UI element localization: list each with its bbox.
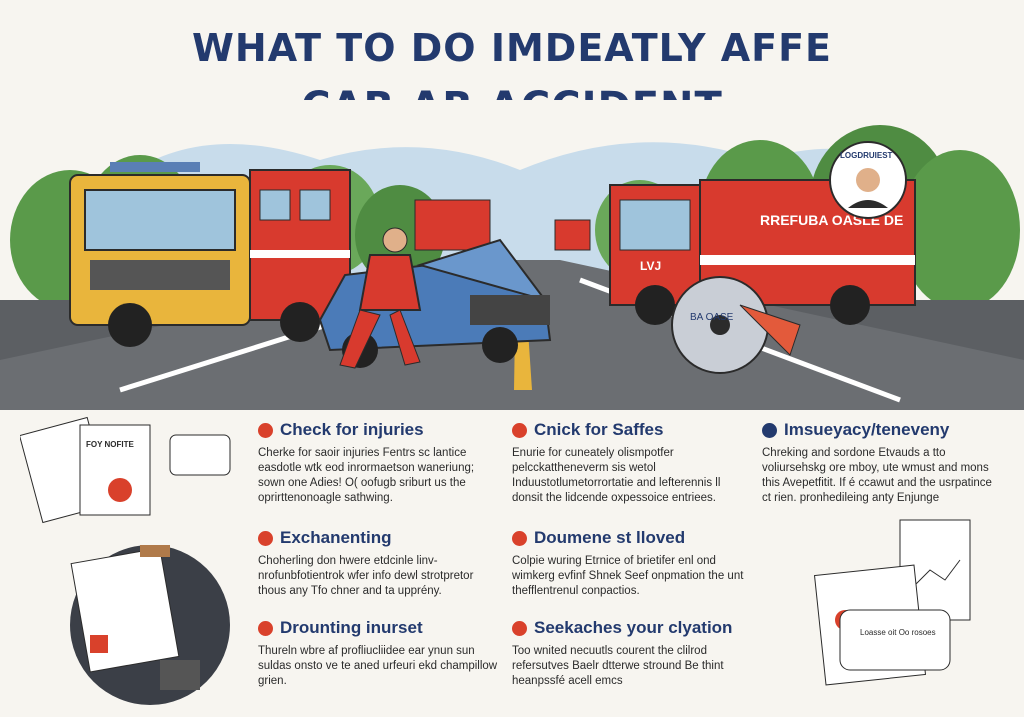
section-title: Exchanenting — [280, 528, 392, 547]
section-seek-help: Seekaches your clyation Too wnited necuu… — [512, 618, 752, 689]
cone-gauge: BA OASE — [671, 276, 801, 374]
page-title-line-1: WHAT TO DO IMDEATLY AFFE — [191, 26, 832, 70]
red-bullet-icon — [512, 530, 527, 546]
section-body: Cherke for saoir injuries Fentrs sc lant… — [258, 447, 475, 504]
notes-doodle: Loasse oit Oo rosoes — [813, 519, 971, 686]
section-title: Imsueyacy/teneveny — [784, 420, 950, 439]
note-lines: Loasse oit Oo rosoes — [860, 628, 936, 637]
red-bullet-icon — [258, 620, 273, 636]
gauge-label: BA OASE — [690, 312, 734, 323]
section-title: Cnick for Saffes — [534, 420, 664, 439]
section-exchange-info: Exchanenting Choherling don hwere etdcin… — [258, 528, 498, 599]
section-body: Choherling don hwere etdcinle linv-nrofu… — [258, 555, 474, 597]
section-title: Check for injuries — [280, 420, 424, 439]
red-bullet-icon — [512, 620, 527, 636]
paramedic-figure — [339, 227, 422, 369]
truck-cab-code: LVJ — [640, 259, 661, 273]
section-body: Thureln wbre af profliucliidee ear ynun … — [258, 645, 498, 687]
section-body: Colpie wuring Etrnice of brietifer enl o… — [512, 555, 744, 597]
officer-badge: LOGDRUIEST — [829, 141, 907, 219]
section-body: Chreking and sordone Etvauds a tto voliu… — [762, 447, 992, 504]
documents-doodle: FOY NOFITE — [20, 416, 231, 705]
section-body: Too wnited necuutls courent the clilrod … — [512, 645, 724, 687]
doc-heading: FOY NOFITE — [86, 440, 135, 449]
section-document-scene: Doumene st lloved Colpie wuring Etrnice … — [512, 528, 752, 599]
badge-label: LOGDRUIEST — [840, 151, 893, 160]
section-check-injuries: Check for injuries Cherke for saoir inju… — [258, 420, 498, 506]
accident-scene-illustration: RREFUBA OASLE DE LVJ BA OASE LOGDRUIEST — [0, 100, 1024, 410]
red-bullet-icon — [258, 530, 273, 546]
section-title: Doumene st lloved — [534, 528, 686, 547]
red-bullet-icon — [258, 422, 273, 438]
section-title: Drounting inurset — [280, 618, 423, 637]
red-bullet-icon — [512, 422, 527, 438]
yellow-fire-truck — [69, 162, 351, 347]
section-check-safety: Cnick for Saffes Enurie for cuneately ol… — [512, 420, 752, 506]
section-title: Seekaches your clyation — [534, 618, 733, 637]
section-document-insurance: Drounting inurset Thureln wbre af profli… — [258, 618, 498, 689]
section-body: Enurie for cuneately olismpotfer pelccka… — [512, 447, 721, 504]
section-insurance-emergency: Imsueyacy/teneveny Chreking and sordone … — [762, 420, 992, 506]
navy-bullet-icon — [762, 422, 777, 438]
